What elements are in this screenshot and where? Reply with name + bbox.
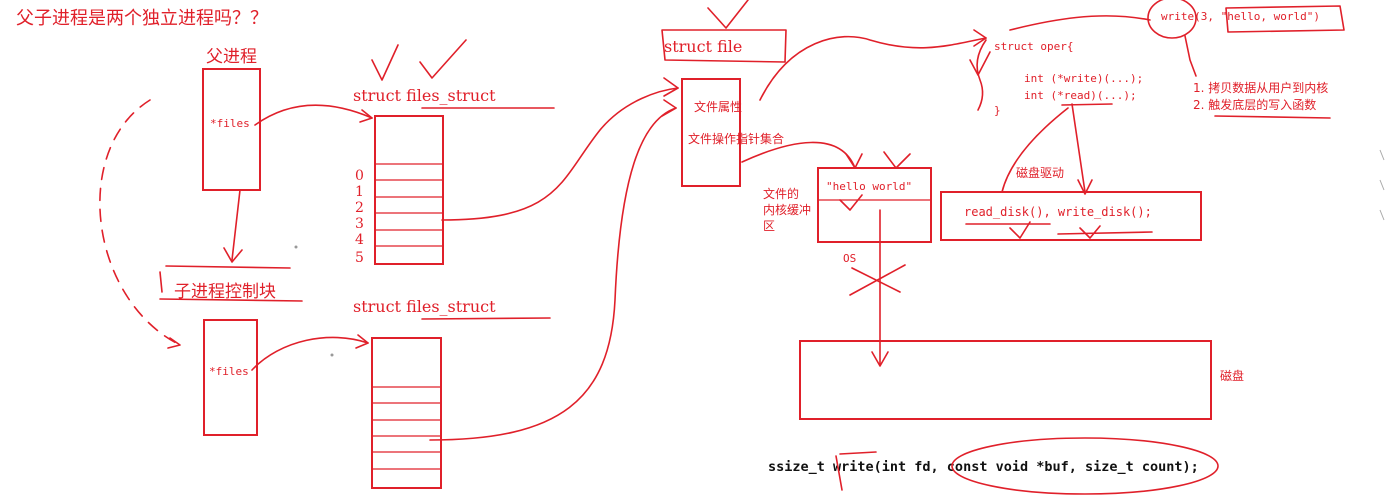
child-process-label: 子进程控制块: [174, 282, 276, 302]
svg-text:文件的: 文件的: [763, 186, 799, 201]
signature-scribble: [835, 451, 877, 491]
child-label-scribble: [159, 265, 303, 302]
files-struct-bottom-label: struct files_struct: [353, 297, 496, 316]
decor-ticks: [294, 149, 1385, 357]
fd-index-2: 2: [355, 200, 364, 216]
struct-file-ops: 文件操作指针集合: [688, 131, 784, 146]
write-string-frame: [1225, 5, 1345, 33]
files-struct-top-slots: [375, 163, 443, 247]
files-struct-bottom-box: [371, 337, 442, 489]
struct-file-box: [681, 78, 741, 187]
parent-process-label: 父进程: [206, 47, 257, 67]
kernel-buffer-caption: 文件的 内核缓冲 区: [763, 186, 811, 233]
svg-text:区: 区: [763, 219, 775, 233]
write-step-1: 1. 拷贝数据从用户到内核: [1193, 80, 1328, 95]
struct-oper-close: }: [994, 104, 1001, 117]
files-struct-bottom-slots: [372, 386, 441, 470]
svg-text:内核缓冲: 内核缓冲: [763, 202, 811, 217]
write-call-text: write(3, "hello, world"): [1161, 10, 1320, 23]
fd-index-0: 0: [355, 168, 364, 184]
struct-file-attr: 文件属性: [694, 99, 742, 114]
checkmarks-top: [371, 39, 467, 81]
fd-index-4: 4: [355, 232, 364, 248]
checkmark-struct-file: [707, 0, 749, 29]
write-step-2: 2. 触发底层的写入函数: [1193, 97, 1316, 112]
write-step-underline: [1214, 115, 1331, 119]
signature-circle: [951, 437, 1219, 495]
page-title: 父子进程是两个独立进程吗？？: [16, 8, 268, 29]
connector-arrows: [99, 15, 1151, 441]
kernel-buffer-content: "hello world": [826, 180, 912, 193]
kernel-buffer-box: [817, 167, 932, 243]
parent-process-box: [202, 68, 261, 191]
struct-oper-write: int (*write)(...);: [1024, 72, 1143, 85]
files-struct-bottom-underline: [421, 317, 551, 320]
read-underline: [1061, 103, 1113, 106]
parent-files-field: *files: [210, 117, 250, 130]
write-signature: ssize_t write(int fd, const void *buf, s…: [768, 459, 1199, 475]
child-process-box: [203, 319, 258, 436]
write-circle: [1147, 0, 1197, 39]
disk-driver-label: 磁盘驱动: [1016, 165, 1064, 180]
disk-driver-box: [940, 191, 1202, 241]
files-struct-top-box: [374, 115, 444, 265]
fd-index-3: 3: [355, 216, 364, 232]
disk-box: [799, 340, 1212, 420]
disk-label: 磁盘: [1220, 368, 1244, 383]
disk-driver-content: read_disk(), write_disk();: [964, 205, 1152, 219]
struct-oper-bracket: [976, 39, 987, 111]
os-label: OS: [843, 252, 856, 265]
fd-index-labels: 0 1 2 3 4 5: [355, 168, 364, 266]
fd-index-1: 1: [355, 184, 364, 200]
struct-file-label-frame: [661, 29, 787, 63]
struct-oper-read: int (*read)(...);: [1024, 89, 1137, 102]
disk-driver-underlines: [965, 223, 1153, 235]
struct-file-label: struct file: [664, 37, 742, 56]
fd-index-5: 5: [355, 250, 364, 266]
child-files-field: *files: [209, 365, 249, 378]
struct-oper-open: struct oper{: [994, 40, 1073, 53]
write-step-pointer: [1184, 35, 1197, 77]
files-struct-top-label: struct files_struct: [353, 86, 496, 105]
